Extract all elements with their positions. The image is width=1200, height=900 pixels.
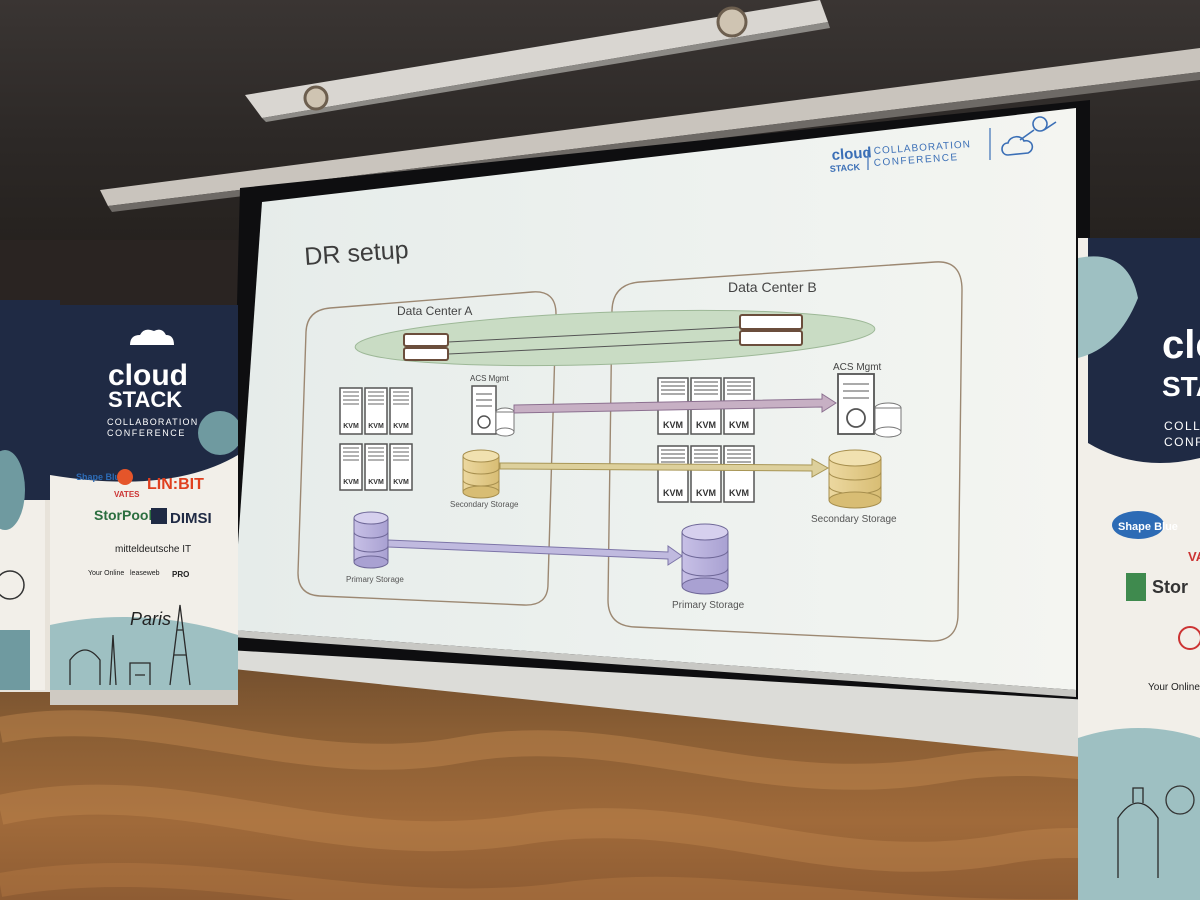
kvm-a-label: KVM: [368, 423, 384, 430]
svg-text:CONFERENCE: CONFERENCE: [107, 428, 186, 438]
primary-storage-b-label: Primary Storage: [672, 600, 745, 611]
screen-bottom-border: [224, 650, 1090, 758]
svg-text:clou: clou: [1162, 323, 1200, 367]
switch-icon-a: [403, 333, 449, 361]
svg-text:STAC: STAC: [1162, 371, 1200, 402]
sponsor-circle-icon: [1178, 626, 1200, 650]
secondary-storage-icon-a: [462, 449, 500, 499]
kvm-a-server-icon: KVM: [339, 443, 363, 491]
acs-server-icon-a: [471, 385, 515, 437]
kvm-b-label: KVM: [729, 420, 749, 430]
storpool-icon: [1126, 573, 1146, 601]
hot-air-balloon-icon: [0, 570, 25, 600]
kvm-a-server-icon: KVM: [389, 443, 413, 491]
svg-text:mitteldeutsche IT: mitteldeutsche IT: [115, 544, 191, 555]
svg-text:StorPool: StorPool: [94, 507, 152, 523]
cloudstack-logo-left: cloud STACK COLLABORATION CONFERENCE: [107, 329, 198, 438]
kvm-b-label: KVM: [663, 488, 683, 498]
kvm-a-label: KVM: [393, 423, 409, 430]
svg-text:Stor: Stor: [1152, 577, 1188, 597]
kvm-b-server-icon: KVM: [690, 445, 722, 503]
switch-icon-b: [739, 314, 803, 346]
svg-text:leaseweb: leaseweb: [130, 570, 160, 577]
primary-replication-arrow: [387, 539, 683, 566]
paris-skyline-icon: [69, 604, 191, 686]
kvm-a-label: KVM: [343, 479, 359, 486]
svg-text:LIN:BIT: LIN:BIT: [147, 476, 204, 493]
sponsor-logos-left: Shape Blue VATES LIN:BIT StorPool DIMSI …: [76, 469, 212, 579]
secondary-storage-a-label: Secondary Storage: [450, 500, 519, 509]
slide-title: DR setup: [303, 236, 409, 271]
kvm-a-server-icon: KVM: [364, 387, 388, 435]
sponsor-banner-left: cloud STACK COLLABORATION CONFERENCE Sha…: [50, 305, 238, 705]
kvm-b-label: KVM: [696, 488, 716, 498]
svg-text:DIMSI: DIMSI: [170, 510, 212, 527]
sponsor-banner-right: clou STAC COLLA CONF Shape Blue VA Stor …: [1078, 238, 1200, 900]
kvm-a-server-icon: KVM: [364, 443, 388, 491]
paris-script: Paris: [130, 609, 171, 629]
svg-text:PRO: PRO: [172, 570, 189, 579]
banner-left-base: [50, 690, 238, 705]
mgmt-replication-arrow: [513, 393, 837, 414]
ceiling-spotlight-left: [303, 85, 329, 111]
svg-text:Your Online: Your Online: [1148, 682, 1200, 693]
kvm-a-server-icon: KVM: [389, 387, 413, 435]
kvm-a-label: KVM: [368, 479, 384, 486]
kvm-b-label: KVM: [729, 488, 749, 498]
secondary-replication-arrow: [499, 458, 830, 478]
dimsi-icon: [151, 508, 167, 524]
svg-text:cloud: cloud: [831, 144, 872, 164]
kvm-b-server-icon: KVM: [723, 445, 755, 503]
primary-storage-a-label: Primary Storage: [346, 575, 404, 584]
data-center-a-label: Data Center A: [397, 304, 472, 318]
cloudstack-logo-right: clou STAC COLLA CONF: [1162, 323, 1200, 449]
network-line-2: [447, 339, 741, 355]
primary-storage-icon-b: [681, 523, 729, 595]
kvm-b-server-icon: KVM: [657, 445, 689, 503]
hot-air-balloon-icon: [1165, 785, 1195, 815]
svg-text:VA: VA: [1188, 549, 1200, 564]
acs-server-icon-b: [837, 373, 902, 438]
network-line-1: [447, 326, 741, 343]
secondary-storage-icon-b: [828, 449, 882, 509]
svg-text:STACK: STACK: [108, 387, 182, 412]
data-center-a-box: [297, 291, 557, 606]
data-center-b-label: Data Center B: [728, 279, 817, 295]
acs-mgmt-b-label: ACS Mgmt: [833, 362, 882, 373]
kvm-b-label: KVM: [663, 420, 683, 430]
svg-text:STACK: STACK: [829, 162, 860, 174]
slide-header-logo: cloud STACK COLLABORATION CONFERENCE: [829, 116, 1057, 174]
kvm-a-label: KVM: [393, 479, 409, 486]
sponsor-logos-right: Shape Blue VA Stor Your Online: [1112, 511, 1200, 693]
svg-text:VATES: VATES: [114, 490, 140, 499]
kvm-cluster-a: KVM KVM KVM KVM KVM KVM: [339, 387, 413, 491]
ceiling-light-panel: [245, 0, 828, 118]
ceiling-spotlight-right: [716, 6, 748, 38]
svg-text:Shape Blue: Shape Blue: [1118, 521, 1178, 533]
kvm-cluster-b: KVM KVM KVM KVM KVM KVM: [657, 377, 755, 503]
ceiling-rail: [100, 48, 1200, 206]
kvm-a-server-icon: KVM: [339, 387, 363, 435]
acs-mgmt-a-label: ACS Mgmt: [470, 374, 509, 383]
svg-text:COLLA: COLLA: [1164, 419, 1200, 433]
svg-text:COLLABORATION: COLLABORATION: [107, 417, 198, 427]
data-center-b-box: [607, 261, 963, 642]
vates-icon: [117, 469, 133, 485]
kvm-b-label: KVM: [696, 420, 716, 430]
primary-storage-icon-a: [353, 511, 389, 569]
secondary-storage-b-label: Secondary Storage: [811, 514, 897, 525]
svg-text:Shape Blue: Shape Blue: [76, 472, 125, 482]
svg-text:cloud: cloud: [108, 359, 188, 392]
svg-text:Your Online: Your Online: [88, 570, 124, 577]
building-dome-icon: [1117, 787, 1159, 878]
monkey-cloud-icon: [1001, 116, 1057, 156]
kvm-a-label: KVM: [343, 423, 359, 430]
svg-text:CONF: CONF: [1164, 435, 1200, 449]
